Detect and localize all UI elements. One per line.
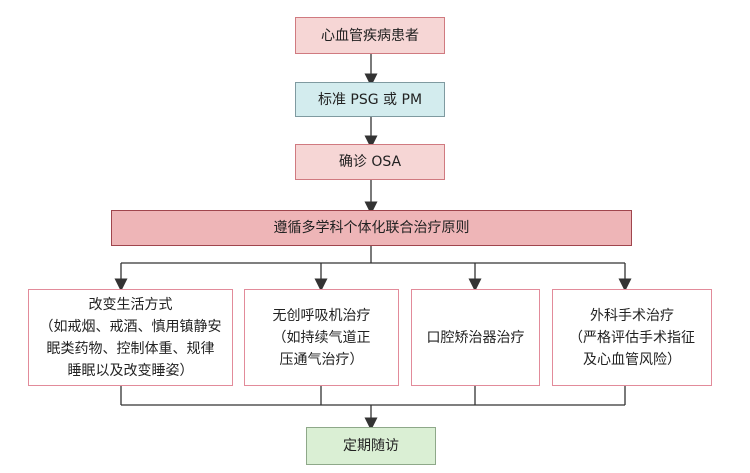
node-confirm-label: 确诊 OSA bbox=[338, 154, 402, 170]
node-oral-label: 口腔矫治器治疗 bbox=[426, 329, 525, 346]
node-cpap-title: 无创呼吸机治疗 bbox=[272, 307, 371, 324]
node-surgery-title: 外科手术治疗 bbox=[590, 307, 674, 324]
node-lifestyle-line-3: 睡眠以及改变睡姿） bbox=[67, 362, 194, 379]
node-lifestyle-line-2: 眠类药物、控制体重、规律 bbox=[46, 340, 215, 357]
node-cpap-line-1: （如持续气道正 bbox=[272, 329, 371, 346]
node-surgery: 外科手术治疗 （严格评估手术指征 及心血管风险） bbox=[552, 289, 712, 386]
node-surgery-line-2: 及心血管风险） bbox=[583, 351, 681, 368]
node-patient-label: 心血管疾病患者 bbox=[321, 27, 419, 44]
node-lifestyle-line-1: （如戒烟、戒酒、慎用镇静安 bbox=[39, 318, 222, 335]
node-principle-label: 遵循多学科个体化联合治疗原则 bbox=[273, 220, 470, 236]
node-psg-label: 标准 PSG 或 PM bbox=[317, 91, 423, 108]
node-lifestyle-title: 改变生活方式 bbox=[88, 296, 173, 313]
node-surgery-line-1: （严格评估手术指征 bbox=[569, 329, 695, 346]
node-confirm: 确诊 OSA bbox=[295, 144, 445, 180]
node-patient: 心血管疾病患者 bbox=[295, 17, 445, 54]
node-oral: 口腔矫治器治疗 bbox=[411, 289, 540, 386]
node-cpap-line-2: 压通气治疗） bbox=[279, 351, 364, 368]
node-principle: 遵循多学科个体化联合治疗原则 bbox=[111, 210, 632, 246]
node-followup-label: 定期随访 bbox=[343, 438, 399, 454]
node-cpap: 无创呼吸机治疗 （如持续气道正 压通气治疗） bbox=[244, 289, 399, 386]
node-lifestyle: 改变生活方式 （如戒烟、戒酒、慎用镇静安 眠类药物、控制体重、规律 睡眠以及改变… bbox=[28, 289, 233, 386]
node-psg: 标准 PSG 或 PM bbox=[295, 82, 445, 117]
node-followup: 定期随访 bbox=[306, 427, 436, 465]
